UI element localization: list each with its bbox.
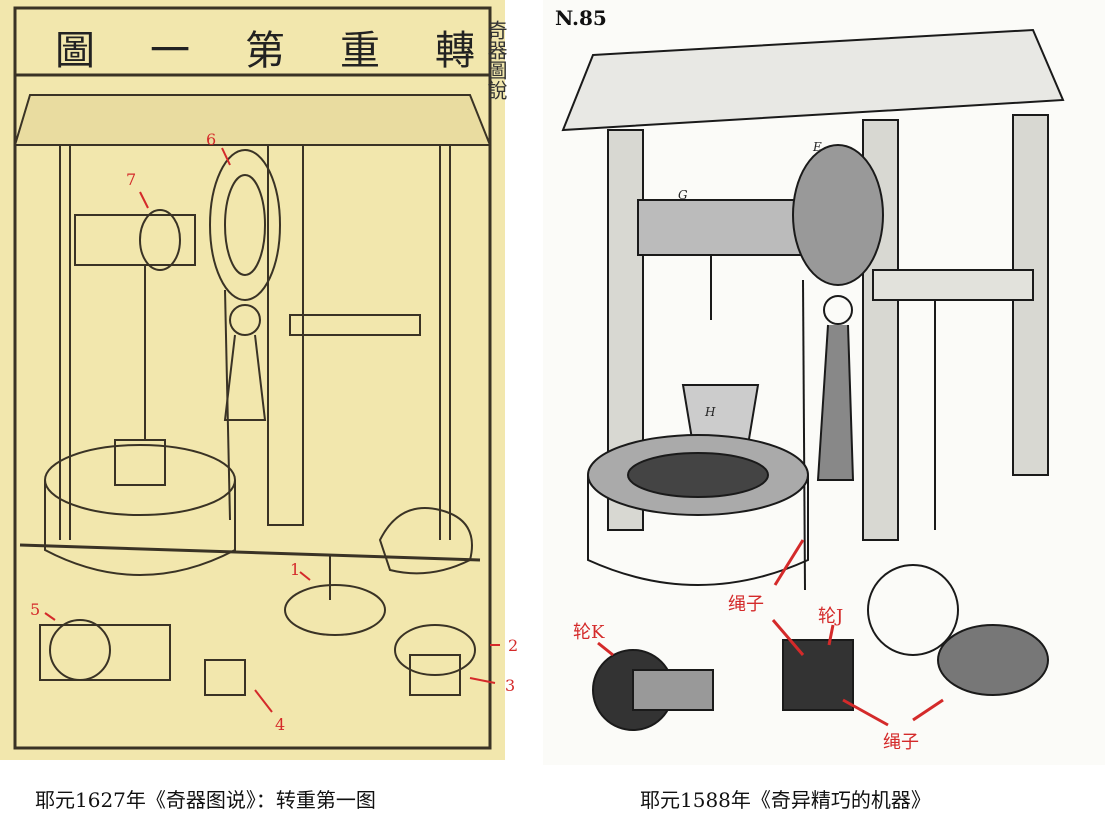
label-rope-bottom: 绳子 bbox=[883, 732, 919, 753]
caption-left: 耶元1627年《奇器图说》：转重第一图 bbox=[35, 788, 376, 812]
label-wheel-k: 轮K bbox=[573, 622, 605, 643]
plate-number: N.85 bbox=[555, 6, 607, 30]
title-char: 重 bbox=[340, 28, 380, 74]
label-4: 4 bbox=[275, 715, 286, 734]
label-3: 3 bbox=[505, 676, 516, 695]
label-wheel-j: 轮J bbox=[818, 606, 844, 627]
letter-e: E bbox=[813, 140, 822, 154]
letter-g: G bbox=[678, 188, 688, 202]
woodcut-title: 轉 重 第 一 圖 bbox=[55, 18, 475, 76]
label-5: 5 bbox=[30, 600, 41, 619]
annotation-pointers-left bbox=[44, 147, 500, 713]
well-machine-drawing-left bbox=[13, 6, 492, 750]
side-text: 奇器圖說 bbox=[484, 20, 508, 100]
title-char: 圖 bbox=[55, 28, 95, 74]
well-machine-drawing-right bbox=[561, 28, 1065, 731]
title-char: 一 bbox=[150, 28, 190, 74]
label-6: 6 bbox=[206, 130, 217, 149]
caption-right: 耶元1588年《奇异精巧的机器》 bbox=[640, 788, 931, 812]
label-7: 7 bbox=[126, 170, 137, 189]
label-2: 2 bbox=[508, 636, 519, 655]
chinese-woodcut-illustration: 轉 重 第 一 圖 奇器圖說 6 7 1 5 2 3 4 bbox=[0, 0, 518, 760]
label-1: 1 bbox=[290, 560, 301, 579]
title-char: 第 bbox=[245, 28, 285, 74]
letter-h: H bbox=[705, 405, 716, 419]
title-char: 轉 bbox=[435, 28, 475, 74]
label-rope-top: 绳子 bbox=[728, 594, 764, 615]
european-engraving-illustration: N.85 G E H 绳子 轮J 轮K 绳子 bbox=[543, 0, 1105, 765]
annotation-pointers-right bbox=[597, 539, 944, 727]
